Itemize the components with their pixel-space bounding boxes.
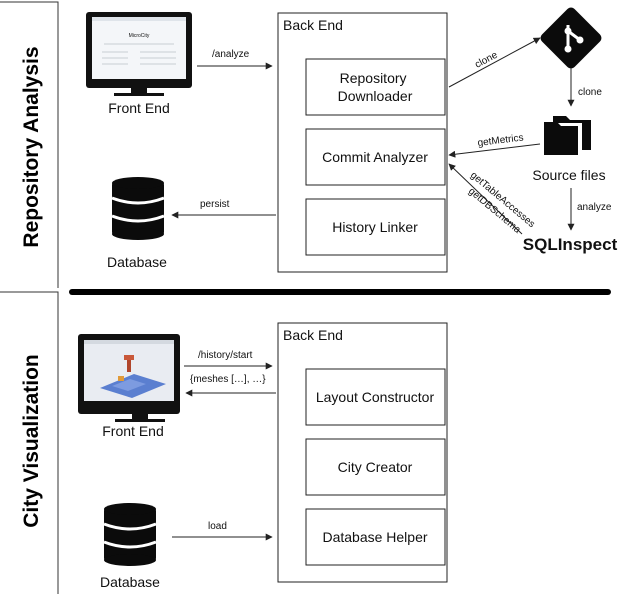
edge-label-meshes: {meshes […], …}: [190, 374, 266, 385]
database-label: Database: [100, 574, 160, 590]
screen-title: MicroCity: [129, 33, 150, 39]
front-end-label: Front End: [102, 423, 163, 439]
edge-label-analyze: analyze: [577, 202, 612, 213]
module-label: Repository Downloader: [338, 70, 413, 104]
folder-stack-icon: [544, 116, 591, 155]
module-history-linker: History Linker: [305, 198, 446, 256]
module-layout-constructor: Layout Constructor: [305, 368, 446, 426]
section-frame-repository-analysis: [0, 1, 59, 288]
section-frame-city-visualization: [0, 291, 59, 594]
database-icon: [103, 503, 157, 566]
edge-label-clone: clone: [473, 50, 500, 71]
desktop-monitor-icon: [78, 334, 180, 422]
module-label: History Linker: [332, 219, 418, 235]
backend-title: Back End: [283, 17, 343, 33]
source-files-label: Source files: [532, 167, 605, 183]
module-city-creator: City Creator: [305, 438, 446, 496]
module-database-helper: Database Helper: [305, 508, 446, 566]
backend-title: Back End: [283, 327, 343, 343]
edge-label-history-start: /history/start: [198, 350, 253, 361]
module-repository-downloader: Repository Downloader: [305, 58, 446, 116]
sqlinspect-label: SQLInspect: [523, 235, 618, 254]
database-label: Database: [107, 254, 167, 270]
module-label: City Creator: [338, 459, 413, 475]
module-commit-analyzer: Commit Analyzer: [305, 128, 446, 186]
section-title-city-visualization: City Visualization: [20, 354, 43, 528]
module-label: Layout Constructor: [316, 389, 435, 405]
module-label: Commit Analyzer: [322, 149, 428, 165]
front-end-label: Front End: [108, 100, 169, 116]
edge-label-persist: persist: [200, 199, 230, 210]
desktop-monitor-icon: MicroCity: [86, 12, 192, 96]
database-icon: [111, 177, 165, 240]
module-label: Database Helper: [322, 529, 427, 545]
section-title-repository-analysis: Repository Analysis: [20, 46, 43, 247]
edge-label-analyze-request: /analyze: [212, 49, 250, 60]
edge-label-load: load: [208, 521, 227, 532]
git-icon: [540, 7, 602, 69]
edge-label-clone: clone: [578, 87, 602, 98]
